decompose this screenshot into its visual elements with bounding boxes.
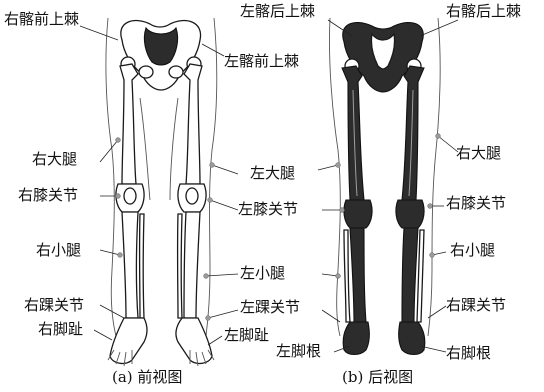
label-front-right-toe: 右脚趾	[38, 322, 83, 337]
front-femur-right	[120, 64, 138, 184]
label-back-right-heel: 右脚根	[446, 346, 491, 361]
back-foot-right	[343, 322, 369, 355]
back-knee-left	[396, 200, 424, 228]
label-front-left-knee: 左膝关节	[238, 202, 298, 217]
label-front-left-toe: 左脚趾	[224, 328, 269, 343]
back-fibula-left	[417, 230, 424, 322]
label-back-right-knee: 右膝关节	[446, 196, 506, 211]
caption-front-view: (a) 前视图	[112, 370, 182, 385]
label-front-right-lower-leg: 右小腿	[36, 243, 81, 258]
front-patella-right	[124, 188, 136, 204]
front-obturator-left	[169, 66, 183, 78]
back-femur-left	[402, 66, 424, 200]
back-foot-left	[399, 322, 425, 355]
back-view-figure	[329, 18, 440, 355]
label-front-left-asis: 左髂前上棘	[224, 54, 299, 69]
back-tibia-left	[402, 228, 418, 322]
label-front-left-lower-leg: 左小腿	[240, 266, 285, 281]
back-tibia-right	[350, 228, 366, 322]
label-front-right-knee: 右膝关节	[18, 188, 78, 203]
back-knee-right	[344, 200, 372, 228]
label-front-right-asis: 右髂前上棘	[4, 12, 79, 27]
label-front-right-ankle: 右踝关节	[24, 298, 84, 313]
label-front-left-thigh: 左大腿	[250, 166, 295, 181]
front-obturator-right	[139, 66, 153, 78]
back-femur-right	[342, 66, 364, 200]
front-foot-right	[110, 318, 147, 363]
front-tibia-right	[122, 212, 138, 318]
label-back-right-psis: 右髂后上棘	[446, 4, 521, 19]
caption-back-view: (b) 后视图	[342, 370, 413, 385]
front-patella-left	[186, 188, 198, 204]
label-back-left-heel: 左脚根	[276, 344, 321, 359]
front-view-figure	[106, 18, 217, 366]
label-front-right-thigh: 右大腿	[32, 152, 77, 167]
label-back-right-thigh: 右大腿	[456, 146, 501, 161]
label-back-right-lower-leg: 右小腿	[450, 243, 495, 258]
label-back-left-psis: 左髂后上棘	[240, 4, 315, 19]
front-fibula-right	[140, 214, 144, 318]
front-femur-left	[184, 64, 202, 184]
front-fibula-left	[178, 214, 182, 318]
back-fibula-right	[344, 230, 350, 322]
label-front-left-ankle: 左踝关节	[240, 300, 300, 315]
front-tibia-left	[184, 212, 200, 318]
label-back-right-ankle: 右踝关节	[446, 298, 506, 313]
front-foot-left	[176, 318, 212, 363]
marker-dots	[116, 134, 441, 321]
